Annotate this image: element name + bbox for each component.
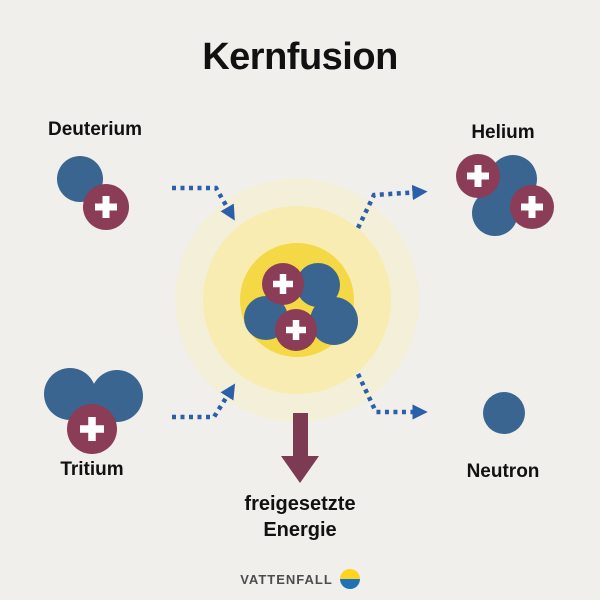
neutron-icon bbox=[310, 297, 358, 345]
plus-icon bbox=[80, 417, 104, 441]
brand-name: VATTENFALL bbox=[240, 571, 333, 587]
neutron-icon bbox=[472, 190, 518, 236]
neutron-label: Neutron bbox=[466, 461, 540, 482]
neutron-icon bbox=[483, 392, 525, 434]
energy-arrow-icon bbox=[281, 413, 319, 483]
compound-nucleus bbox=[244, 263, 358, 351]
plus-icon bbox=[273, 274, 293, 294]
helium-nucleus bbox=[456, 154, 554, 236]
tritium-label: Tritium bbox=[60, 459, 124, 480]
released-energy-label: freigesetzte Energie bbox=[150, 491, 450, 543]
arrow-neutron-out-icon bbox=[355, 373, 428, 420]
deuterium-nucleus bbox=[57, 156, 129, 230]
reaction-arrows bbox=[172, 184, 428, 420]
arrow-deuterium-in-icon bbox=[172, 185, 235, 221]
arrow-helium-out-icon bbox=[355, 184, 428, 229]
released-energy-line2: Energie bbox=[263, 519, 337, 541]
plus-icon bbox=[467, 165, 489, 187]
free-neutron bbox=[483, 392, 525, 434]
plus-icon bbox=[95, 196, 117, 218]
arrow-tritium-in-icon bbox=[172, 383, 236, 420]
page-title: Kernfusion bbox=[202, 36, 398, 78]
brand-footer: VATTENFALL bbox=[0, 567, 600, 591]
released-energy-line1: freigesetzte bbox=[244, 493, 356, 515]
tritium-nucleus bbox=[44, 368, 143, 454]
neutron-icon bbox=[296, 263, 340, 307]
deuterium-label: Deuterium bbox=[48, 119, 142, 140]
plus-icon bbox=[286, 320, 306, 340]
helium-label: Helium bbox=[471, 122, 535, 143]
fusion-glow bbox=[175, 178, 419, 422]
vattenfall-logo-icon bbox=[339, 569, 360, 589]
plus-icon bbox=[521, 196, 543, 218]
